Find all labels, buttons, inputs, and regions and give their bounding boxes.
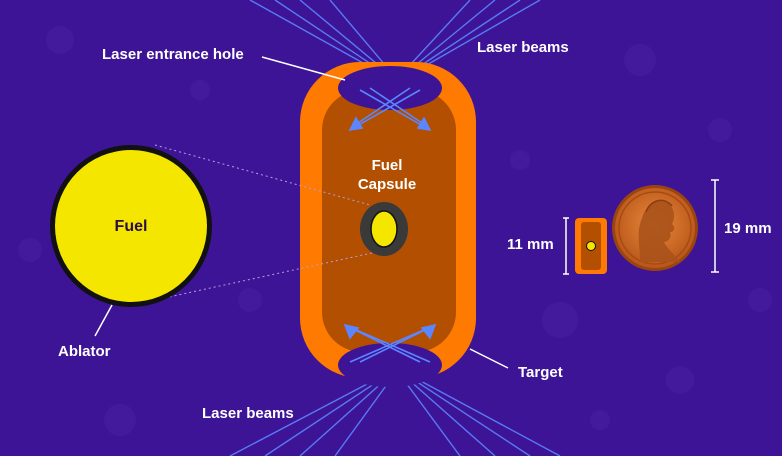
fuel-core <box>55 150 207 302</box>
ablator-label: Ablator <box>58 343 111 360</box>
laser-beams-bottom <box>229 371 561 456</box>
background-speckle <box>18 26 772 436</box>
entrance-hole-pointer <box>261 56 346 81</box>
fuel-capsule-large <box>50 145 212 307</box>
target-size-label: 11 mm <box>507 236 554 253</box>
fuel-capsule-label-1: Fuel <box>372 157 403 174</box>
fuel-capsule-small <box>360 202 408 256</box>
penny-size-label: 19 mm <box>724 220 772 237</box>
laser-beams-bottom-label: Laser beams <box>202 405 294 422</box>
scale-target <box>575 218 607 274</box>
penny-size-bracket <box>711 179 719 273</box>
fuel-label: Fuel <box>115 218 148 235</box>
ablator-pointer <box>94 304 113 337</box>
target-pointer <box>469 348 509 369</box>
laser-beams-top-label: Laser beams <box>477 39 569 56</box>
target-size-bracket <box>563 217 569 275</box>
magnification-lines <box>154 144 373 301</box>
inner-laser-arrows-top <box>348 87 432 132</box>
target-label: Target <box>518 364 563 381</box>
fuel-capsule-label-2: Capsule <box>358 176 416 193</box>
laser-entrance-hole <box>338 66 442 110</box>
penny-coin-icon <box>612 185 698 271</box>
bottom-entrance-hole <box>338 343 442 387</box>
inner-laser-arrows-bottom <box>343 323 437 363</box>
laser-entrance-hole-label: Laser entrance hole <box>102 46 244 63</box>
